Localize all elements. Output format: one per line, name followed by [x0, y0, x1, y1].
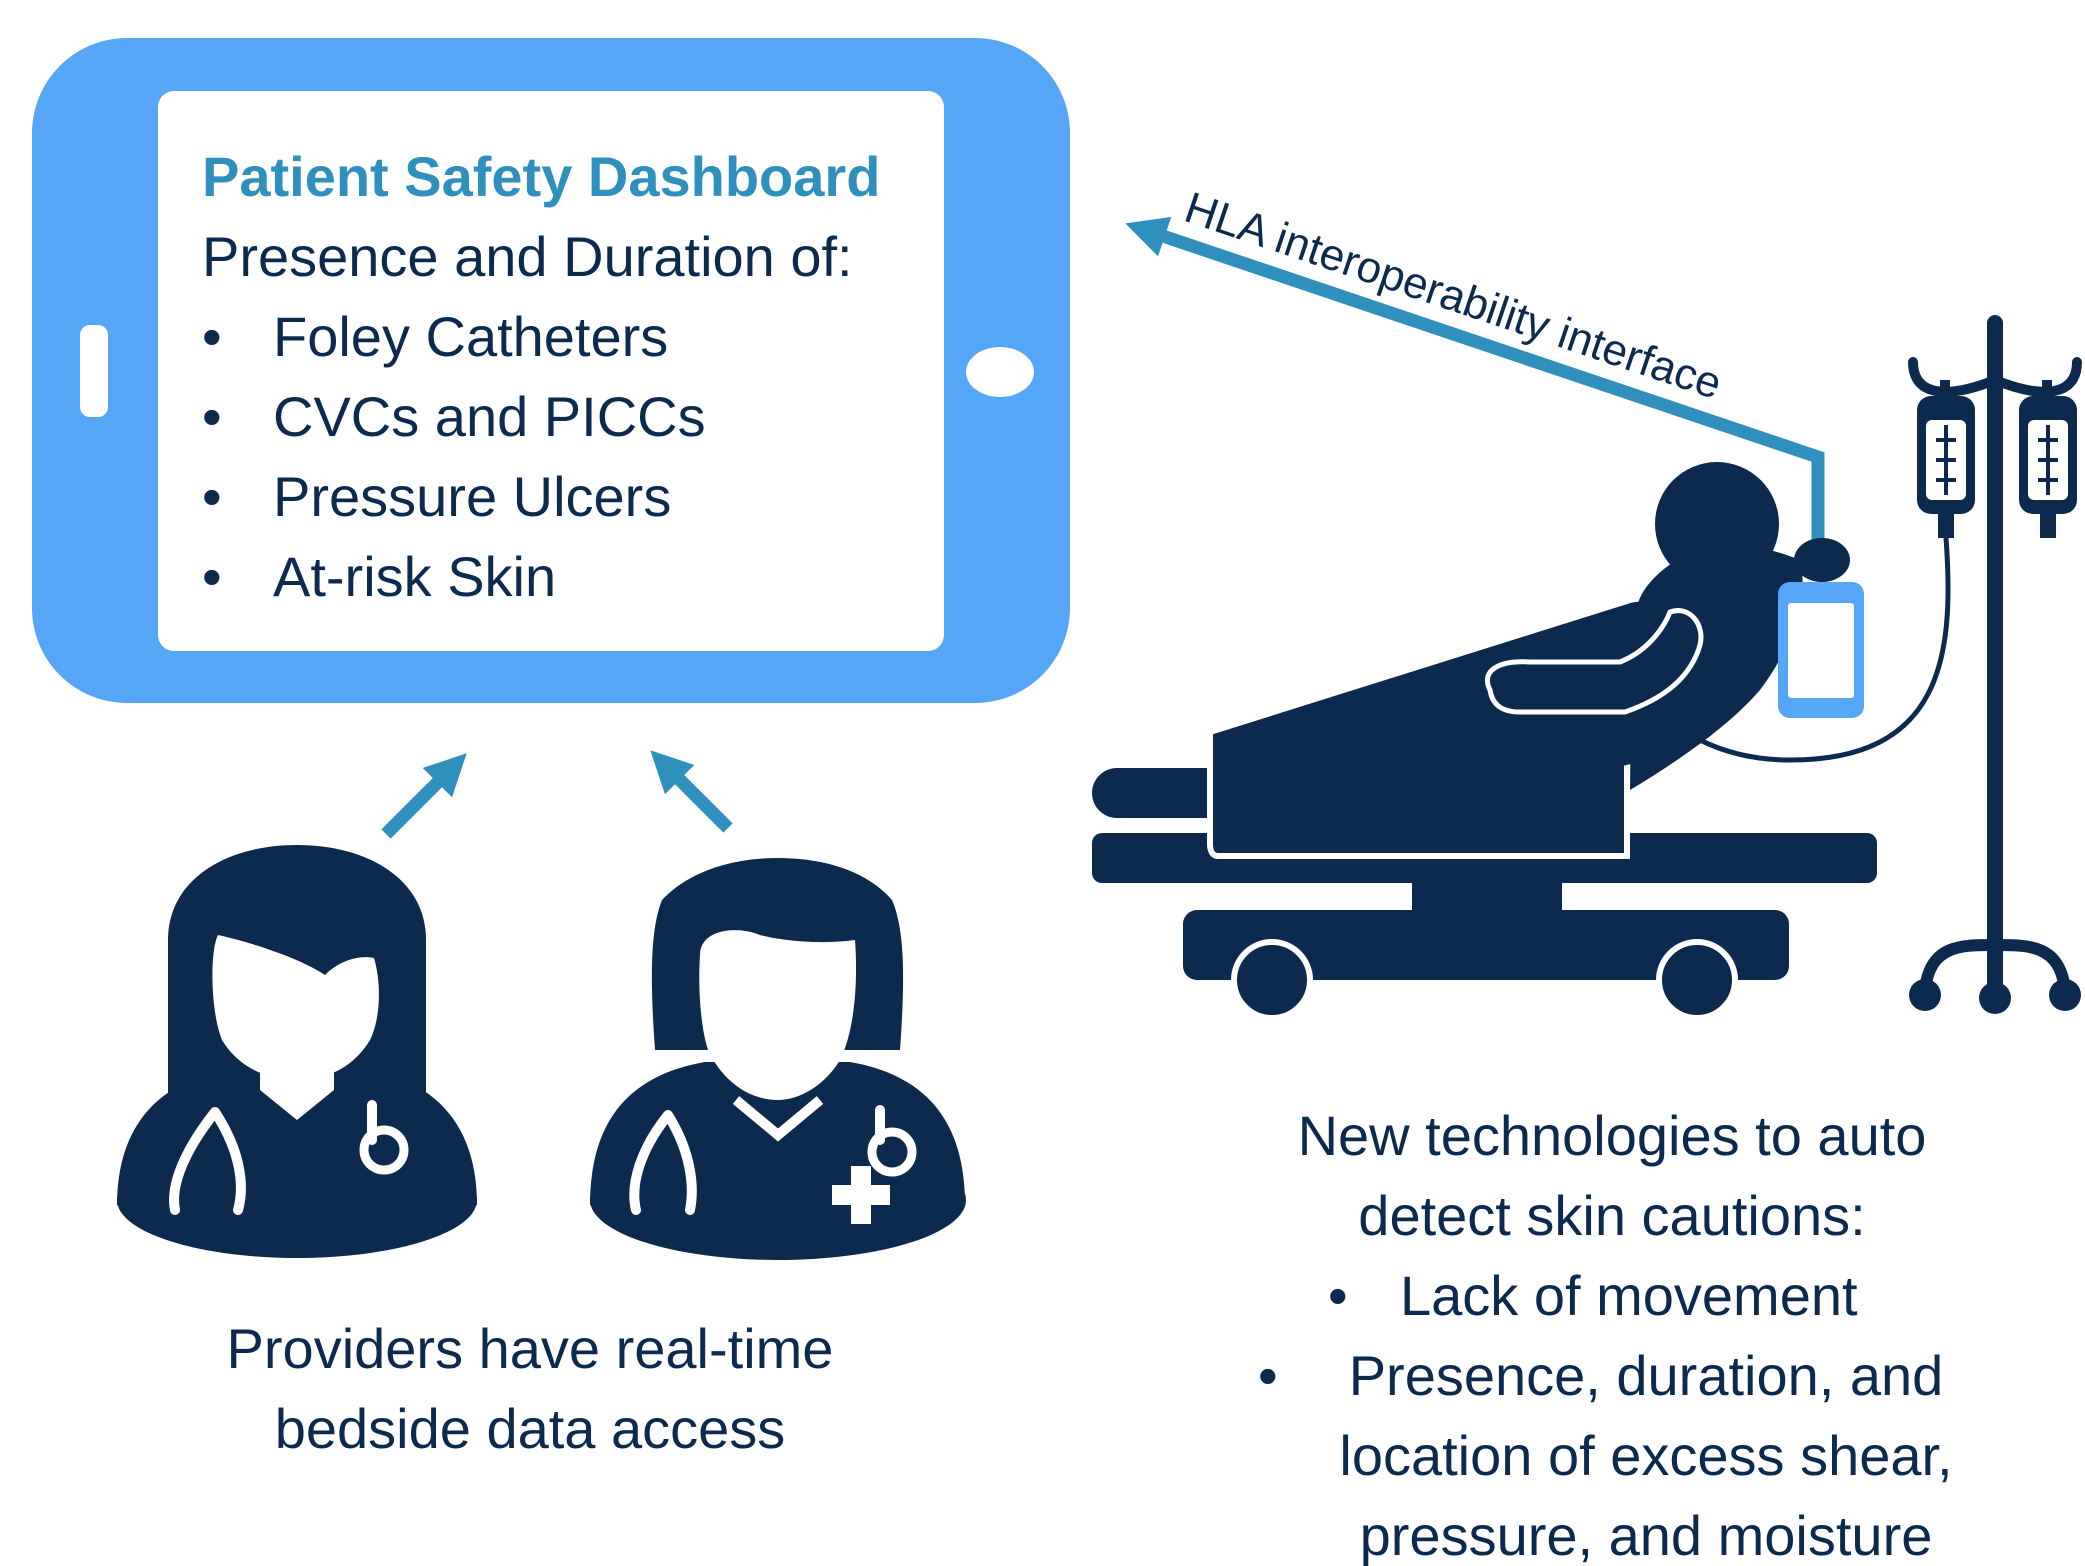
technologies-item: Lack of movement	[1400, 1264, 1858, 1327]
interface-label: HLA interoperability interface	[1179, 183, 1728, 409]
dashboard-subtitle: Presence and Duration of:	[202, 225, 853, 288]
tablet-icon	[32, 38, 1070, 703]
provider-arrow-left	[381, 753, 467, 839]
dashboard-bullet: •	[202, 545, 222, 608]
dashboard-item: CVCs and PICCs	[273, 385, 706, 448]
technologies-caption: New technologies to auto detect skin cau…	[1258, 1104, 1953, 1566]
provider-arrow-right	[650, 750, 733, 833]
dashboard-item: At-risk Skin	[273, 545, 556, 608]
technologies-bullet: •	[1258, 1344, 1278, 1407]
dashboard-bullet: •	[202, 465, 222, 528]
dashboard-text: Patient Safety Dashboard Presence and Du…	[202, 145, 880, 608]
technologies-item: Presence, duration, and	[1349, 1344, 1944, 1407]
dashboard-bullet: •	[202, 385, 222, 448]
dashboard-bullet: •	[202, 305, 222, 368]
providers-caption: Providers have real-time bedside data ac…	[227, 1317, 834, 1460]
technologies-bullet: •	[1328, 1264, 1348, 1327]
male-doctor-icon	[590, 858, 966, 1260]
technologies-item: location of excess shear,	[1339, 1424, 1952, 1487]
providers-caption-line: bedside data access	[275, 1397, 786, 1460]
iv-pole-icon	[1698, 315, 2082, 1014]
technologies-caption-line: New technologies to auto	[1298, 1104, 1927, 1167]
dashboard-item: Foley Catheters	[273, 305, 668, 368]
patient-in-bed-icon	[1092, 462, 1877, 1021]
providers-caption-line: Providers have real-time	[227, 1317, 834, 1380]
bedside-tablet-icon	[1778, 582, 1864, 718]
dashboard-title: Patient Safety Dashboard	[202, 145, 880, 208]
technologies-item: pressure, and moisture	[1360, 1504, 1933, 1566]
technologies-caption-line: detect skin cautions:	[1358, 1184, 1865, 1247]
female-doctor-icon	[117, 845, 477, 1258]
dashboard-item: Pressure Ulcers	[273, 465, 671, 528]
